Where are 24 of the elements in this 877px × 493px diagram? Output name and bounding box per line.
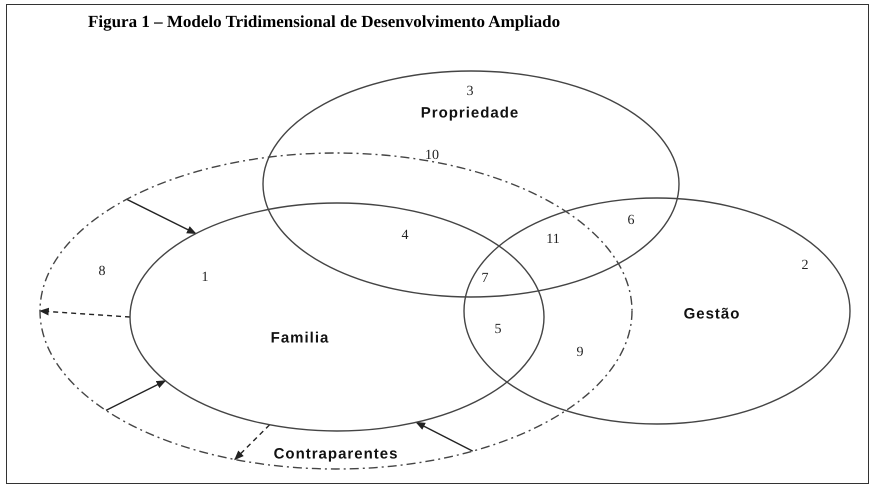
venn-ellipse bbox=[262, 70, 680, 298]
set-label: Contraparentes bbox=[274, 446, 398, 462]
arrow bbox=[234, 424, 270, 460]
region-number: 3 bbox=[466, 84, 474, 100]
arrow bbox=[415, 422, 474, 452]
region-number: 4 bbox=[402, 228, 408, 244]
set-label: Propriedade bbox=[420, 104, 520, 122]
set-label: Familia bbox=[270, 330, 330, 346]
venn-ellipse bbox=[129, 202, 545, 432]
region-number: 10 bbox=[425, 148, 439, 164]
region-number: 5 bbox=[494, 322, 502, 338]
venn-ellipse bbox=[463, 197, 851, 425]
region-number: 11 bbox=[546, 232, 560, 248]
region-number: 2 bbox=[802, 258, 808, 274]
region-number: 8 bbox=[98, 264, 106, 280]
region-number: 1 bbox=[202, 270, 208, 286]
arrow bbox=[126, 198, 197, 234]
set-label: Gestão bbox=[684, 306, 740, 322]
region-number: 7 bbox=[482, 271, 488, 287]
figure-title: Figura 1 – Modelo Tridimensional de Desenvolvimento Ampliado bbox=[88, 12, 560, 32]
arrow bbox=[106, 380, 166, 412]
arrow bbox=[39, 308, 130, 318]
region-number: 6 bbox=[628, 213, 634, 229]
region-number: 9 bbox=[576, 345, 584, 361]
